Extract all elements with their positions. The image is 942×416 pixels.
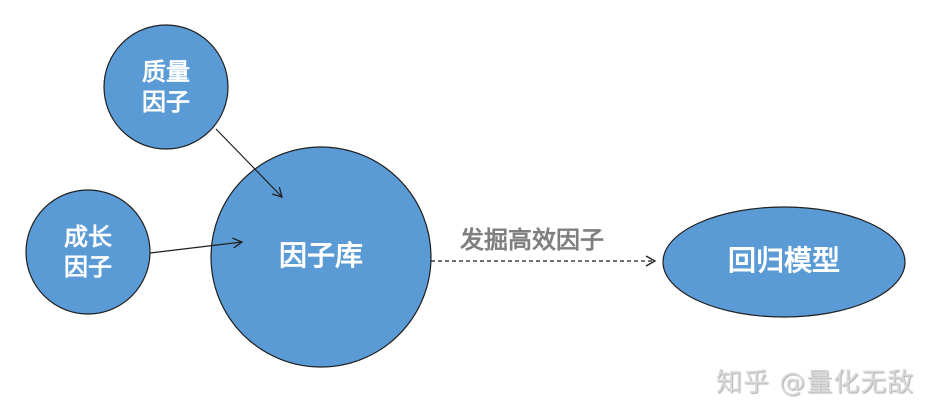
edge-growth-to-library: [149, 237, 244, 254]
mine-efficient-factors-label: 发掘高效因子: [460, 226, 604, 254]
factor-library-label: 因子库: [278, 239, 363, 272]
quality-factor-node: [103, 24, 229, 150]
zhihu-watermark: 知乎 @量化无敌: [716, 368, 915, 398]
growth-factor-label: 成长 因子: [64, 223, 112, 281]
quality-factor-label: 质量 因子: [142, 58, 190, 116]
edge-quality-to-library: [215, 128, 283, 198]
factor-library-node: [210, 146, 432, 368]
regression-model-label: 回归模型: [727, 244, 840, 277]
regression-model-node: [662, 206, 906, 318]
growth-factor-node: [25, 189, 151, 315]
